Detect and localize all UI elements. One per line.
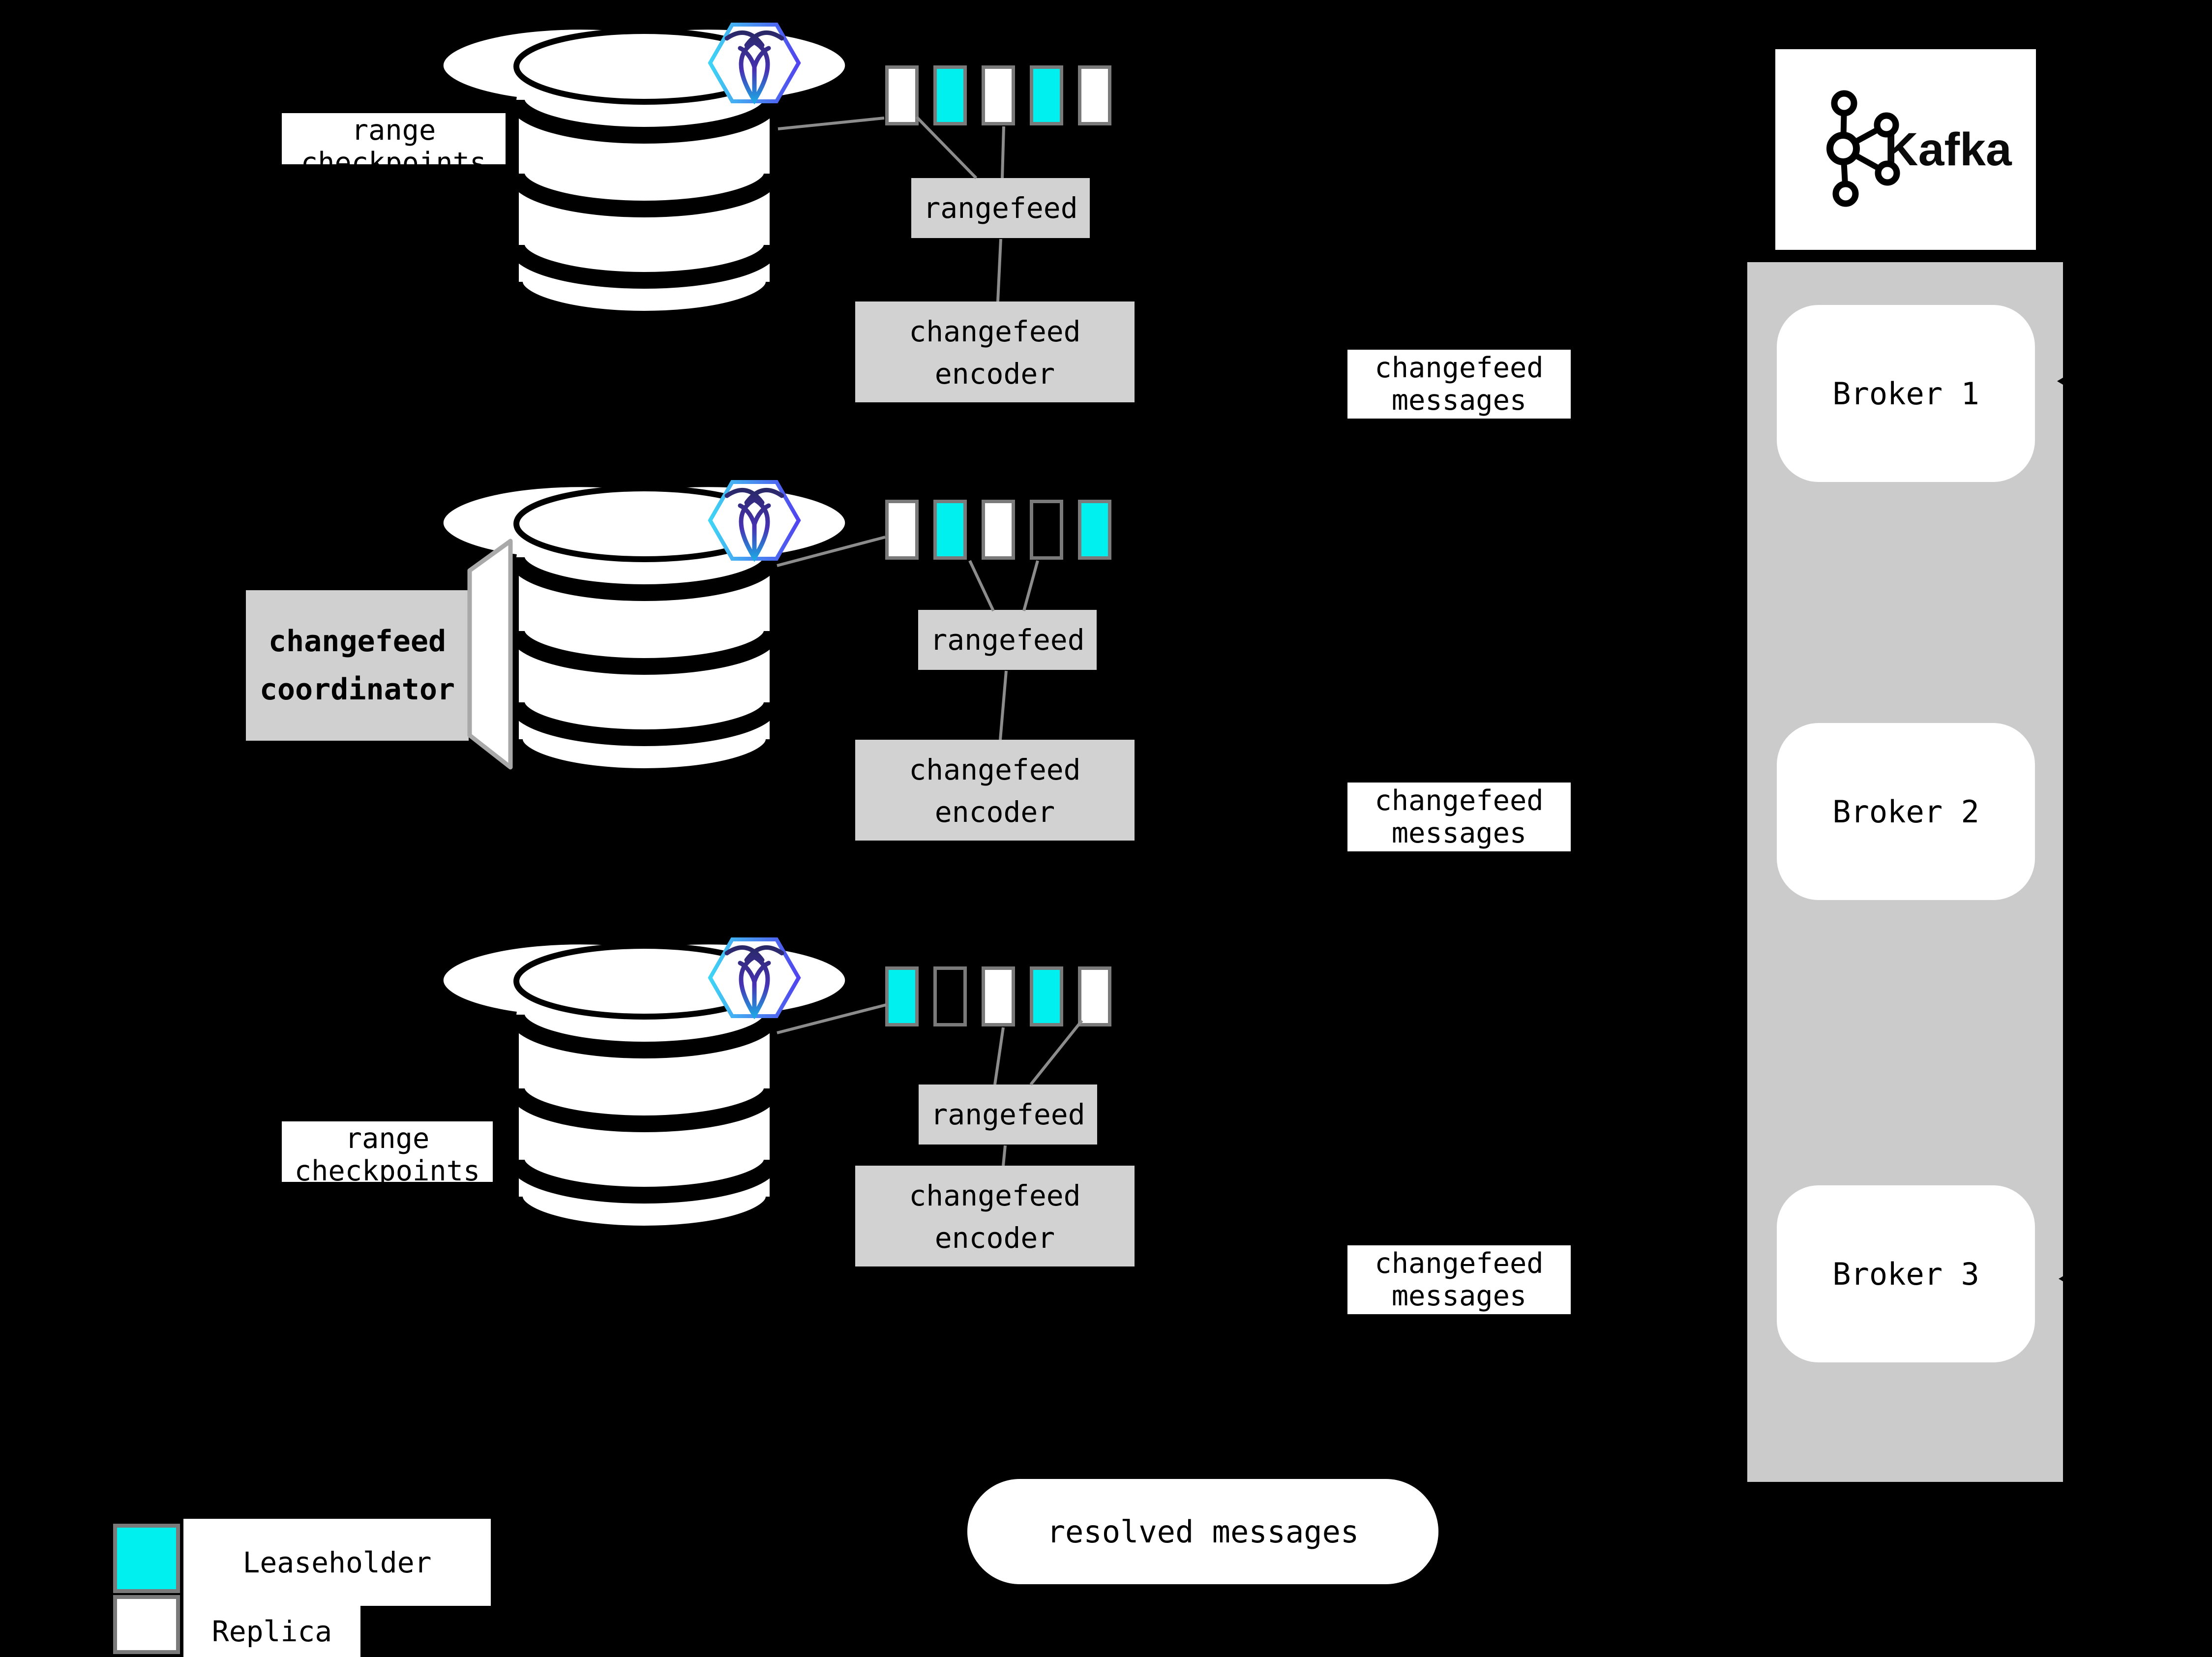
legend-leaseholder-swatch	[113, 1524, 180, 1593]
range-square-leaseholder	[933, 65, 967, 125]
range-checkpoints-line2: checkpoints	[300, 147, 487, 164]
range-checkpoints-line1: range	[345, 1122, 430, 1155]
line-range-to-rangefeed1-b	[1001, 126, 1005, 179]
range-square-replica	[982, 500, 1015, 560]
cockroachdb-logo-icon	[710, 482, 799, 559]
changefeed-coordinator-label: changefeed coordinator	[246, 590, 469, 741]
line-cylinder1-to-ranges	[777, 117, 885, 130]
messages-line2: messages	[1391, 384, 1527, 417]
messages-line1: changefeed	[1375, 352, 1544, 384]
range-checkpoints-label-top: range checkpoints	[282, 113, 506, 164]
line-range-to-rangefeed1-a	[915, 116, 978, 180]
changefeed-encoder-box-node-3: changefeed encoder	[855, 1166, 1135, 1266]
node-2-label: Node 2	[587, 587, 702, 623]
line-rangefeed1-to-encoder1	[996, 239, 1002, 302]
messages-line2: messages	[1391, 1280, 1527, 1312]
line-rangefeed2-to-encoder2	[999, 670, 1008, 740]
range-checkpoints-label-bottom: range checkpoints	[282, 1121, 493, 1182]
encoder-line1: changefeed	[909, 315, 1081, 348]
changefeed-messages-label-2: changefeed messages	[1347, 783, 1571, 851]
range-square-leaseholder	[1030, 966, 1063, 1026]
encoder-line2: encoder	[934, 357, 1055, 391]
broker-1-box: Broker 1	[1777, 305, 2035, 482]
encoder-line1: changefeed	[909, 1179, 1081, 1212]
range-checkpoints-line1: range	[351, 114, 436, 147]
changefeed-messages-label-3: changefeed messages	[1347, 1245, 1571, 1314]
range-row-node-1	[885, 65, 1111, 125]
coordinator-line2: coordinator	[259, 672, 455, 707]
encoder-line2: encoder	[934, 1221, 1055, 1255]
broker-3-box: Broker 3	[1777, 1185, 2035, 1362]
rangefeed-box-node-3: rangefeed	[919, 1085, 1097, 1145]
broker-2-box: Broker 2	[1777, 723, 2035, 900]
messages-line1: changefeed	[1375, 784, 1544, 817]
range-square-leaseholder	[1030, 65, 1063, 125]
changefeed-encoder-box-node-1: changefeed encoder	[855, 301, 1135, 402]
coordinator-line1: changefeed	[268, 624, 447, 659]
rangefeed-box-node-2: rangefeed	[918, 610, 1097, 670]
messages-line2: messages	[1391, 817, 1527, 849]
cockroachdb-logo-icon	[710, 25, 799, 101]
changefeed-messages-label-1: changefeed messages	[1347, 350, 1571, 419]
encoder-line2: encoder	[934, 795, 1055, 829]
legend-replica-swatch	[113, 1595, 180, 1654]
range-square-replica	[982, 966, 1015, 1026]
range-square-replica	[885, 500, 919, 560]
coordinator-pointer-flag	[467, 539, 513, 770]
line-range-to-rangefeed2-b	[1022, 560, 1039, 611]
range-square-outline	[1030, 500, 1063, 560]
node-3-label: Node 3	[587, 1044, 702, 1081]
range-square-replica	[982, 65, 1015, 125]
range-square-outline	[933, 966, 967, 1026]
changefeed-encoder-box-node-2: changefeed encoder	[855, 740, 1135, 841]
line-range-to-rangefeed3-a	[993, 1027, 1005, 1085]
line-range-to-rangefeed3-b	[1029, 1020, 1083, 1085]
line-cylinder3-to-ranges	[777, 1003, 887, 1034]
range-square-replica	[1078, 966, 1111, 1026]
rangefeed-box-node-1: rangefeed	[911, 178, 1090, 238]
node-2-database-cylinder	[441, 484, 848, 775]
legend-leaseholder-label: Leaseholder	[183, 1519, 491, 1606]
node-1-label: Node 1	[587, 129, 702, 166]
range-square-leaseholder	[1078, 500, 1111, 560]
range-square-replica	[1078, 65, 1111, 125]
node-3-database-cylinder	[441, 941, 848, 1232]
range-row-node-2	[885, 500, 1111, 560]
kafka-title: Kafka	[1884, 123, 2012, 176]
range-square-replica	[885, 65, 919, 125]
range-checkpoints-line2: checkpoints	[294, 1155, 480, 1182]
node-1-database-cylinder	[441, 27, 848, 317]
legend-replica-label: Replica	[183, 1606, 360, 1657]
resolved-messages-pill: resolved messages	[967, 1479, 1438, 1584]
kafka-logo-box: Kafka	[1775, 49, 2036, 250]
line-rangefeed3-to-encoder3	[1002, 1145, 1007, 1166]
range-row-node-3	[885, 966, 1111, 1026]
range-square-leaseholder	[933, 500, 967, 560]
cockroachdb-logo-icon	[710, 939, 799, 1016]
line-cylinder2-to-ranges	[777, 536, 886, 567]
encoder-line1: changefeed	[909, 753, 1081, 786]
range-square-leaseholder	[885, 966, 919, 1026]
line-range-to-rangefeed2-a	[968, 560, 995, 612]
messages-line1: changefeed	[1375, 1247, 1544, 1280]
